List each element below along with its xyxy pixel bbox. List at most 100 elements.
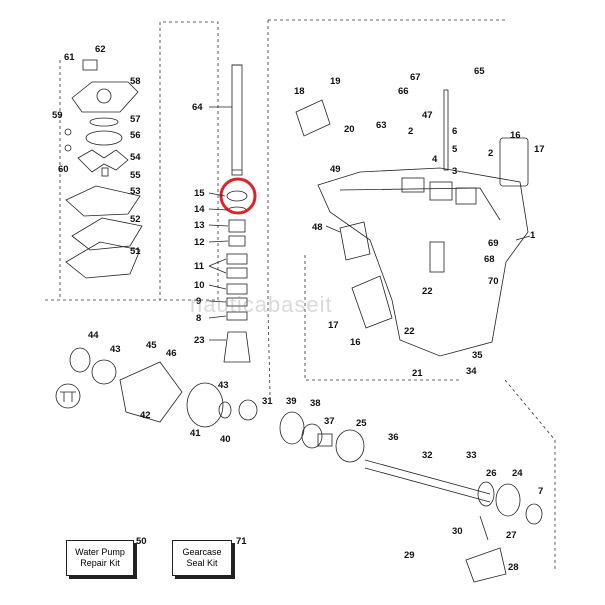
leader-12 <box>208 240 229 243</box>
callout-29: 29 <box>404 550 415 561</box>
callout-65: 65 <box>474 66 485 77</box>
watermark-text: nauticabaseit <box>190 292 333 317</box>
driveshaft-stack <box>219 64 257 363</box>
housing-1 <box>317 167 529 357</box>
tool-icon <box>60 391 76 402</box>
callout-21: 21 <box>412 368 423 379</box>
washer-39 <box>279 411 305 445</box>
callout-13: 13 <box>194 220 205 231</box>
callout-9: 9 <box>196 296 201 307</box>
callout-37: 37 <box>324 416 335 427</box>
gearcase-seal-kit-number: 71 <box>236 536 247 547</box>
bearing-43 <box>91 359 117 385</box>
callout-56: 56 <box>130 130 141 141</box>
callout-27: 27 <box>506 530 517 541</box>
callout-31: 31 <box>262 396 273 407</box>
callout-66: 66 <box>398 86 409 97</box>
callout-63: 63 <box>376 120 387 131</box>
callout-45: 45 <box>146 340 157 351</box>
callout-40: 40 <box>220 434 231 445</box>
water-pump-group <box>64 59 143 279</box>
callout-53: 53 <box>130 186 141 197</box>
propshaft-36 <box>364 459 491 495</box>
callout-62: 62 <box>95 44 106 55</box>
callout-49: 49 <box>330 164 341 175</box>
leader-8 <box>208 315 227 319</box>
pump-gasket-53 <box>65 185 141 217</box>
callout-11: 11 <box>194 261 205 272</box>
leader-48 <box>325 225 341 233</box>
callout-17a: 17 <box>534 144 545 155</box>
leader-1 <box>515 235 531 241</box>
leader-11a <box>208 258 227 267</box>
bearing-11b <box>226 267 248 279</box>
dashed-outlines <box>45 19 556 570</box>
driveshaft-64 <box>231 64 243 176</box>
leader-lines <box>208 106 531 341</box>
pump-washer-60 <box>64 144 72 152</box>
callout-69: 69 <box>488 238 499 249</box>
pump-impeller-54 <box>77 149 129 173</box>
bearing-44a <box>69 347 91 373</box>
callout-numbers: 61 62 58 59 57 56 60 54 55 53 52 51 64 1… <box>52 44 545 573</box>
bearing-7 <box>525 503 543 525</box>
anode-48 <box>339 221 371 261</box>
callout-22a: 22 <box>422 286 433 297</box>
driveshaft-splines <box>232 64 242 171</box>
driveshaft-dashed-box <box>159 21 219 301</box>
callout-23: 23 <box>194 335 205 346</box>
callout-44: 44 <box>88 330 99 341</box>
callout-68: 68 <box>484 254 495 265</box>
part-13 <box>228 219 246 233</box>
prop-dashed <box>504 379 556 570</box>
callout-2b: 2 <box>488 148 493 159</box>
pump-screw-62 <box>82 59 98 71</box>
gearcase-seal-kit-line1: Gearcase <box>182 547 222 557</box>
o-ring-41 <box>186 382 224 428</box>
bearing-40 <box>218 401 232 419</box>
pump-cup-56 <box>85 130 123 146</box>
callout-54: 54 <box>130 152 141 163</box>
pump-ring-57 <box>89 117 119 127</box>
callout-67: 67 <box>410 72 421 83</box>
clip-31 <box>238 399 258 421</box>
callout-57: 57 <box>130 114 141 125</box>
callout-15: 15 <box>194 188 205 199</box>
callout-17b: 17 <box>328 320 339 331</box>
bearing-11a <box>226 253 248 265</box>
callout-52: 52 <box>130 214 141 225</box>
callout-5: 5 <box>452 144 458 155</box>
pump-bolt-59 <box>64 128 72 136</box>
callout-28: 28 <box>508 562 519 573</box>
callout-4: 4 <box>432 154 438 165</box>
pump-key-55 <box>101 167 109 177</box>
callout-42: 42 <box>140 410 151 421</box>
callout-30: 30 <box>452 526 463 537</box>
gearcase-housing <box>295 89 529 357</box>
spring-27 <box>479 515 489 541</box>
callout-24: 24 <box>512 468 523 479</box>
housing-window <box>429 241 445 273</box>
housing-port-a <box>401 177 425 193</box>
callout-3: 3 <box>452 166 457 177</box>
seal-15 <box>226 190 248 202</box>
callout-48: 48 <box>312 222 323 233</box>
part-9 <box>226 297 248 307</box>
callout-20: 20 <box>344 124 355 135</box>
propshaft-36b <box>364 467 491 503</box>
callout-70: 70 <box>488 276 499 287</box>
leader-14 <box>208 208 229 211</box>
callout-12: 12 <box>194 237 205 248</box>
callout-22b: 22 <box>404 326 415 337</box>
bearing-carrier-42 <box>119 361 183 423</box>
callout-51: 51 <box>130 246 141 257</box>
callout-41: 41 <box>190 428 201 439</box>
leader-15 <box>208 192 226 197</box>
callout-43a: 43 <box>110 344 121 355</box>
shift-rod-47 <box>443 89 449 171</box>
callout-16b: 16 <box>350 337 361 348</box>
callout-14: 14 <box>194 204 205 215</box>
callout-25: 25 <box>356 418 367 429</box>
